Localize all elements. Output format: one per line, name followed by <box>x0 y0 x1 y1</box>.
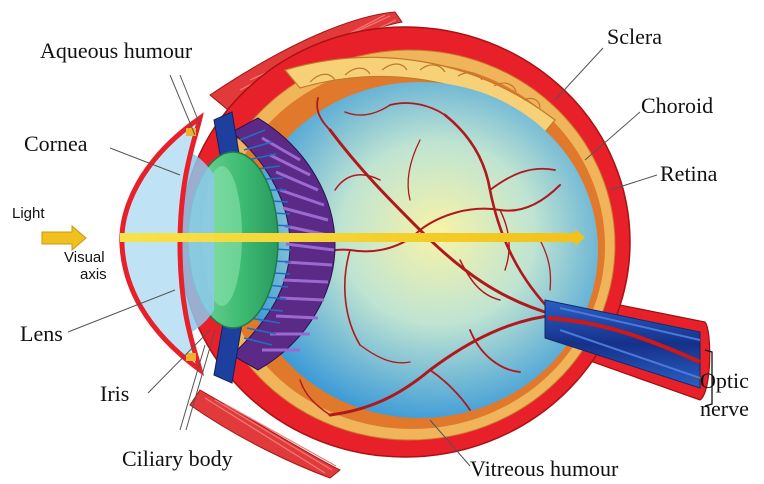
label-vitreous-humour: Vitreous humour <box>470 458 618 480</box>
label-sclera: Sclera <box>607 26 662 48</box>
label-optic-nerve-line1: Optic <box>700 370 749 392</box>
light-arrow <box>42 226 86 250</box>
label-visual-axis-line2: axis <box>80 267 107 283</box>
label-iris: Iris <box>100 383 129 405</box>
label-retina: Retina <box>660 163 717 185</box>
visual-axis <box>120 233 575 242</box>
label-cornea: Cornea <box>24 133 88 155</box>
label-visual-axis-line1: Visual <box>64 250 105 266</box>
label-aqueous-humour: Aqueous humour <box>40 40 192 62</box>
label-optic-nerve-line2: nerve <box>700 398 749 420</box>
label-light: Light <box>12 206 45 222</box>
label-ciliary-body: Ciliary body <box>122 448 233 470</box>
label-lens: Lens <box>20 323 63 345</box>
label-choroid: Choroid <box>641 95 713 117</box>
